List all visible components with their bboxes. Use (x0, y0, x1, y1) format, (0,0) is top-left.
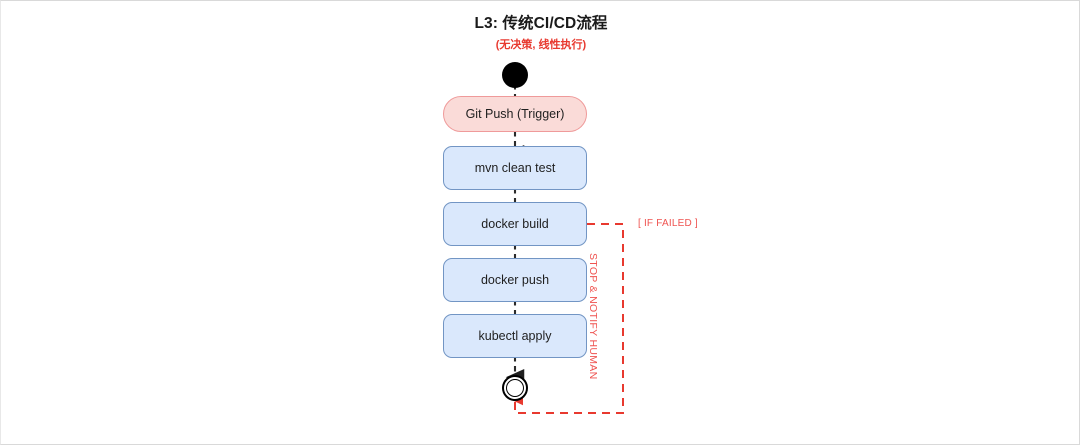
start-node (502, 62, 528, 88)
node-docker-build[interactable]: docker build (443, 202, 587, 246)
stop-notify-human-label: STOP & NOTIFY HUMAN (587, 253, 599, 380)
page-title: L3: 传统CI/CD流程 (474, 15, 608, 32)
node-label: docker build (481, 216, 549, 231)
node-docker-push[interactable]: docker push (443, 258, 587, 302)
node-mvn-clean-test[interactable]: mvn clean test (443, 146, 587, 190)
page-subtitle: (无决策, 线性执行) (495, 39, 587, 51)
node-label: kubectl apply (478, 328, 552, 343)
node-label: docker push (480, 272, 550, 287)
if-failed-label: [ IF FAILED ] (638, 218, 698, 229)
node-kubectl-apply[interactable]: kubectl apply (443, 314, 587, 358)
end-node-inner (506, 379, 524, 397)
node-label: mvn clean test (474, 160, 556, 175)
node-label: Git Push (Trigger) (465, 106, 565, 121)
node-git-push[interactable]: Git Push (Trigger) (443, 96, 587, 132)
